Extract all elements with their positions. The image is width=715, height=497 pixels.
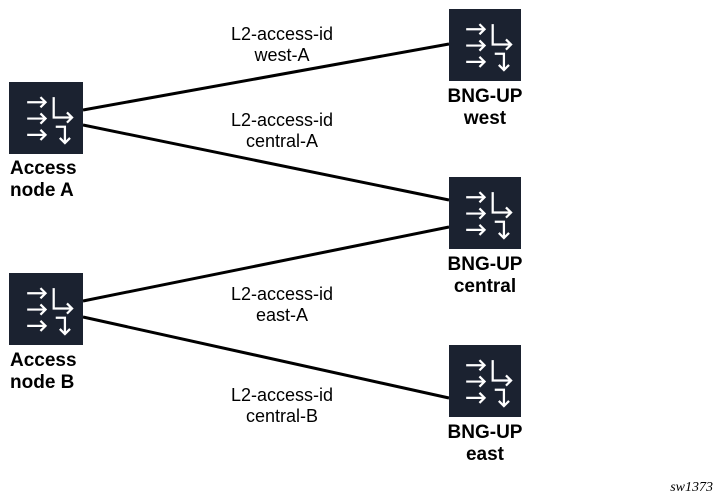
link-a-central-line1: L2-access-id xyxy=(230,110,334,130)
link-b-east-line1: L2-access-id xyxy=(230,385,334,405)
access-node-b-line1: Access xyxy=(10,350,77,371)
link-a-west-line xyxy=(82,42,450,112)
link-a-central-label: L2-access-id central-A xyxy=(207,110,357,152)
link-b-east-line xyxy=(82,315,450,400)
link-b-central-label: L2-access-id east-A xyxy=(207,284,357,326)
bng-up-central-label: BNG-UP central xyxy=(435,254,535,298)
router-icon xyxy=(9,273,83,345)
link-a-west-label: L2-access-id west-A xyxy=(207,24,357,66)
bng-up-east-line1: BNG-UP xyxy=(447,422,523,443)
figure-id: sw1373 xyxy=(670,480,713,495)
link-a-central-line xyxy=(82,123,450,202)
bng-up-east-label: BNG-UP east xyxy=(435,422,535,466)
access-node-a-line2: node A xyxy=(10,180,74,201)
bng-up-east-line2: east xyxy=(465,444,505,465)
bng-up-west-label: BNG-UP west xyxy=(435,86,535,130)
bng-up-central-line1: BNG-UP xyxy=(447,254,523,275)
access-node-b-label: Access node B xyxy=(10,350,77,394)
link-a-west-line1: L2-access-id xyxy=(230,24,334,44)
access-node-b-line2: node B xyxy=(10,372,75,393)
link-a-west-line2: west-A xyxy=(254,45,310,65)
bng-up-west-line2: west xyxy=(463,108,507,129)
router-icon xyxy=(449,345,521,417)
router-icon xyxy=(449,177,521,249)
access-node-a-line1: Access xyxy=(10,158,77,179)
router-icon xyxy=(449,9,521,81)
link-b-central-line2: east-A xyxy=(255,305,309,325)
link-b-east-label: L2-access-id central-B xyxy=(207,385,357,427)
router-icon xyxy=(9,82,83,154)
link-a-central-line2: central-A xyxy=(245,131,319,151)
link-b-central-line1: L2-access-id xyxy=(230,284,334,304)
bng-up-west-line1: BNG-UP xyxy=(447,86,523,107)
access-node-a-label: Access node A xyxy=(10,158,77,202)
link-b-east-line2: central-B xyxy=(245,406,319,426)
link-b-central-line xyxy=(82,225,450,303)
bng-up-central-line2: central xyxy=(453,276,517,297)
